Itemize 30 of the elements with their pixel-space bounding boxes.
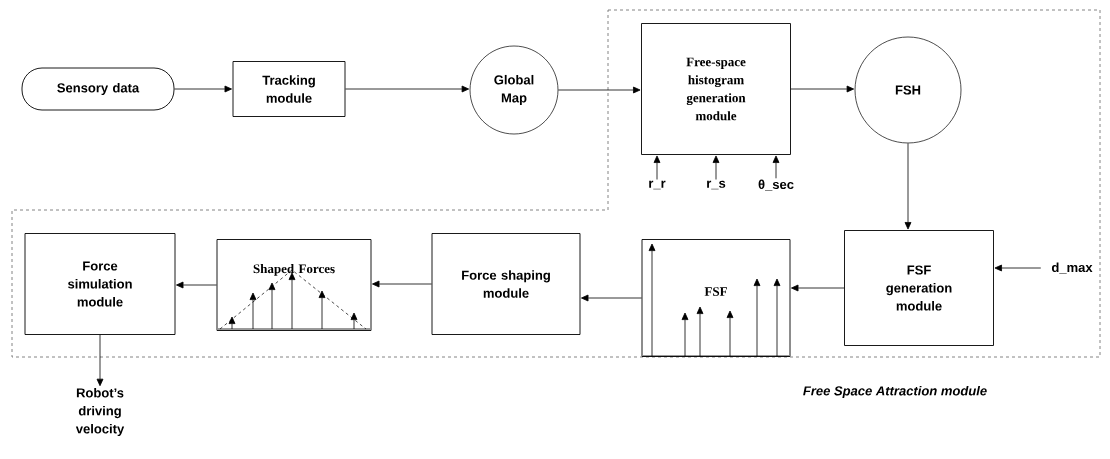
region-label: Free Space Attraction module bbox=[803, 385, 987, 399]
text-label: r_s bbox=[707, 180, 726, 190]
arrow bbox=[712, 155, 720, 180]
process-box: Free-space histogram generation module bbox=[641, 23, 791, 155]
arrow bbox=[557, 86, 641, 94]
process-box: Tracking module bbox=[232, 61, 346, 117]
text-label: d_max bbox=[1051, 262, 1093, 274]
arrow bbox=[345, 85, 470, 93]
arrow bbox=[790, 85, 855, 93]
arrow bbox=[772, 155, 780, 179]
arrow bbox=[96, 334, 104, 387]
arrow bbox=[176, 281, 217, 289]
arrow bbox=[372, 280, 432, 288]
terminal-box: Sensory data bbox=[21, 67, 175, 111]
arrow bbox=[904, 142, 912, 230]
arrow bbox=[994, 264, 1042, 272]
arrow bbox=[653, 155, 661, 180]
arrow bbox=[791, 284, 845, 292]
arrow bbox=[174, 85, 232, 93]
text-label: θ_sec bbox=[758, 179, 794, 191]
circle-node: Global Map bbox=[469, 45, 559, 135]
text-label: r_r bbox=[649, 180, 666, 190]
process-box: FSF generation module bbox=[844, 230, 994, 346]
arrow bbox=[581, 294, 642, 302]
process-box: Force shaping module bbox=[431, 233, 581, 335]
circle-node: FSH bbox=[854, 36, 962, 144]
process-box: Force simulation module bbox=[24, 233, 176, 335]
process-box: FSF bbox=[641, 239, 791, 357]
process-box: Shaped Forces bbox=[216, 239, 372, 331]
text-label: Robot’s driving velocity bbox=[75, 387, 125, 437]
